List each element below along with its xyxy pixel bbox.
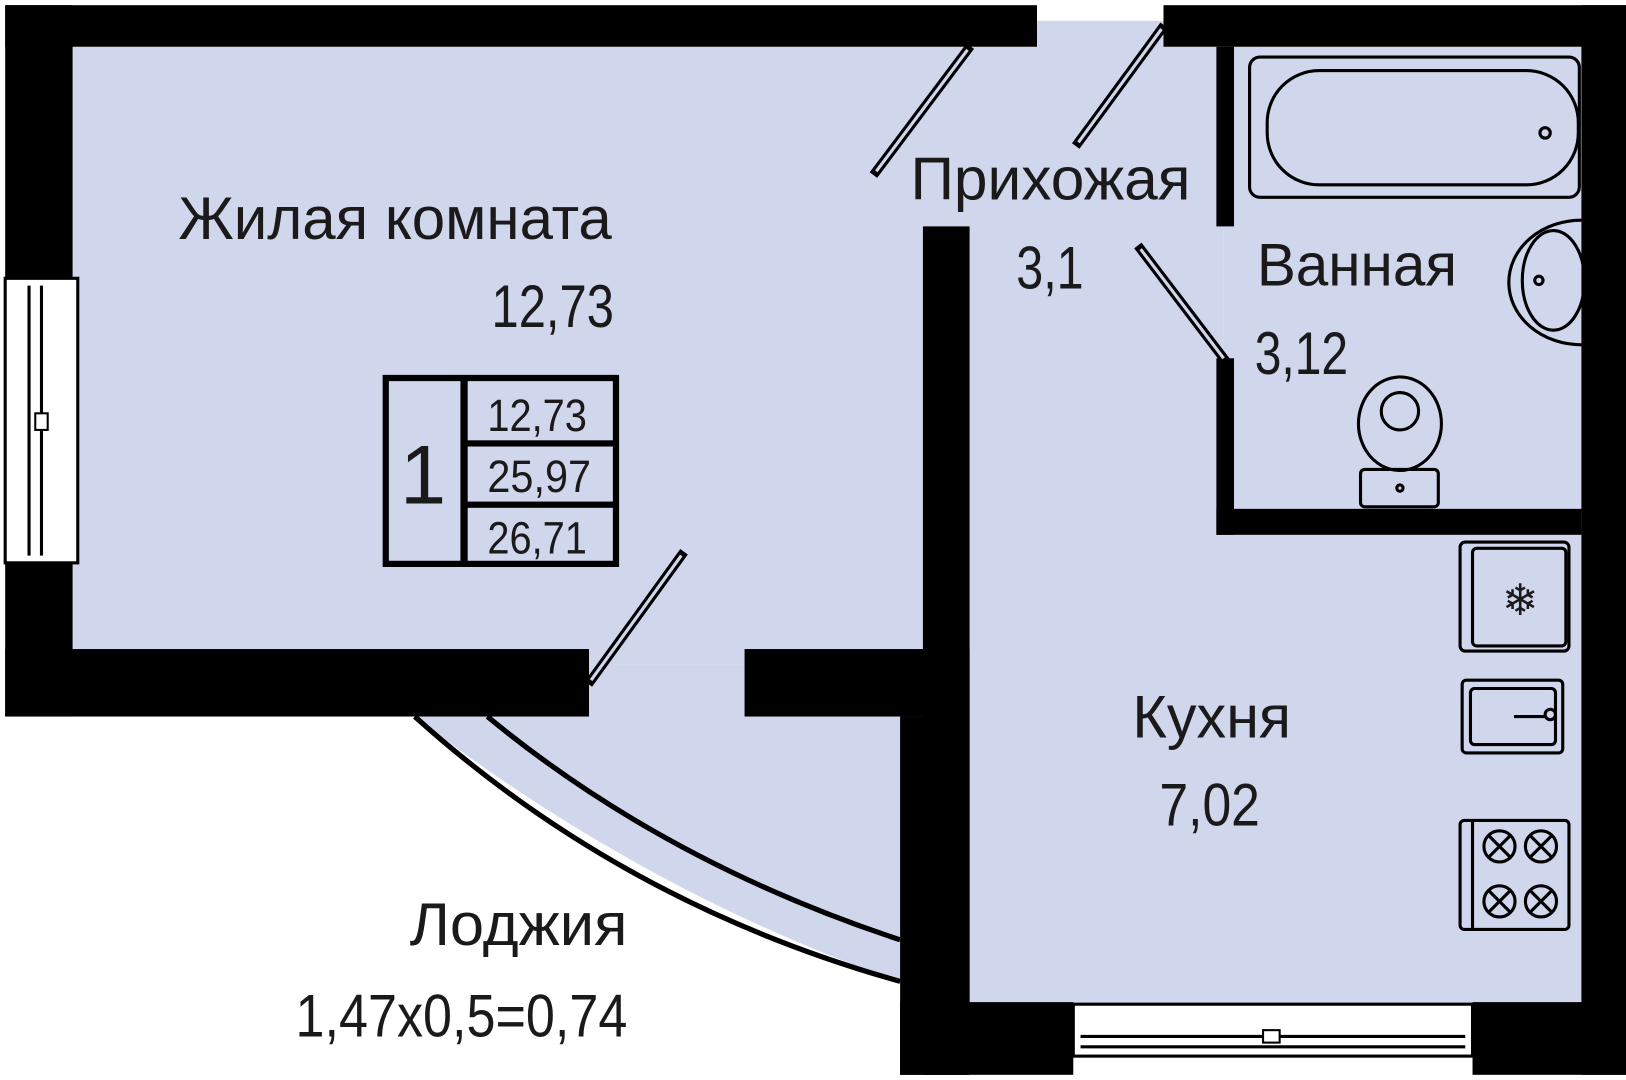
loggia-railing	[413, 714, 901, 984]
window-left	[3, 276, 80, 565]
window-kitchen	[1071, 1002, 1475, 1058]
bathroom-area: 3,12	[1255, 320, 1348, 387]
living-area-value: 12,73	[487, 390, 587, 441]
walls	[5, 5, 1626, 1075]
total-with-loggia-value: 26,71	[487, 512, 587, 563]
kitchen-area: 7,02	[1159, 772, 1260, 839]
svg-text:❄: ❄	[1502, 577, 1538, 625]
loggia-area: 1,47x0,5=0,74	[296, 982, 628, 1049]
hall-area: 3,1	[1016, 235, 1083, 302]
loggia-name: Лоджия	[410, 891, 628, 958]
stove-icon	[1458, 818, 1571, 931]
bathtub-icon	[1248, 55, 1581, 199]
kitchen-name: Кухня	[1132, 683, 1291, 750]
fridge-icon: ❄	[1458, 540, 1571, 653]
floor-area	[62, 20, 1587, 1018]
hall-name: Прихожая	[910, 145, 1190, 212]
total-area-value: 25,97	[487, 451, 591, 502]
living-room-name: Жилая комната	[178, 185, 612, 252]
kitchen-sink-icon	[1460, 678, 1565, 755]
sink-icon	[1507, 218, 1587, 347]
rooms-count: 1	[400, 429, 446, 522]
living-room-area: 12,73	[492, 273, 614, 340]
area-summary-table: 1 12,73 25,97 26,71	[382, 374, 620, 567]
toilet-icon	[1356, 375, 1443, 509]
bathroom-name: Ванная	[1257, 232, 1457, 299]
